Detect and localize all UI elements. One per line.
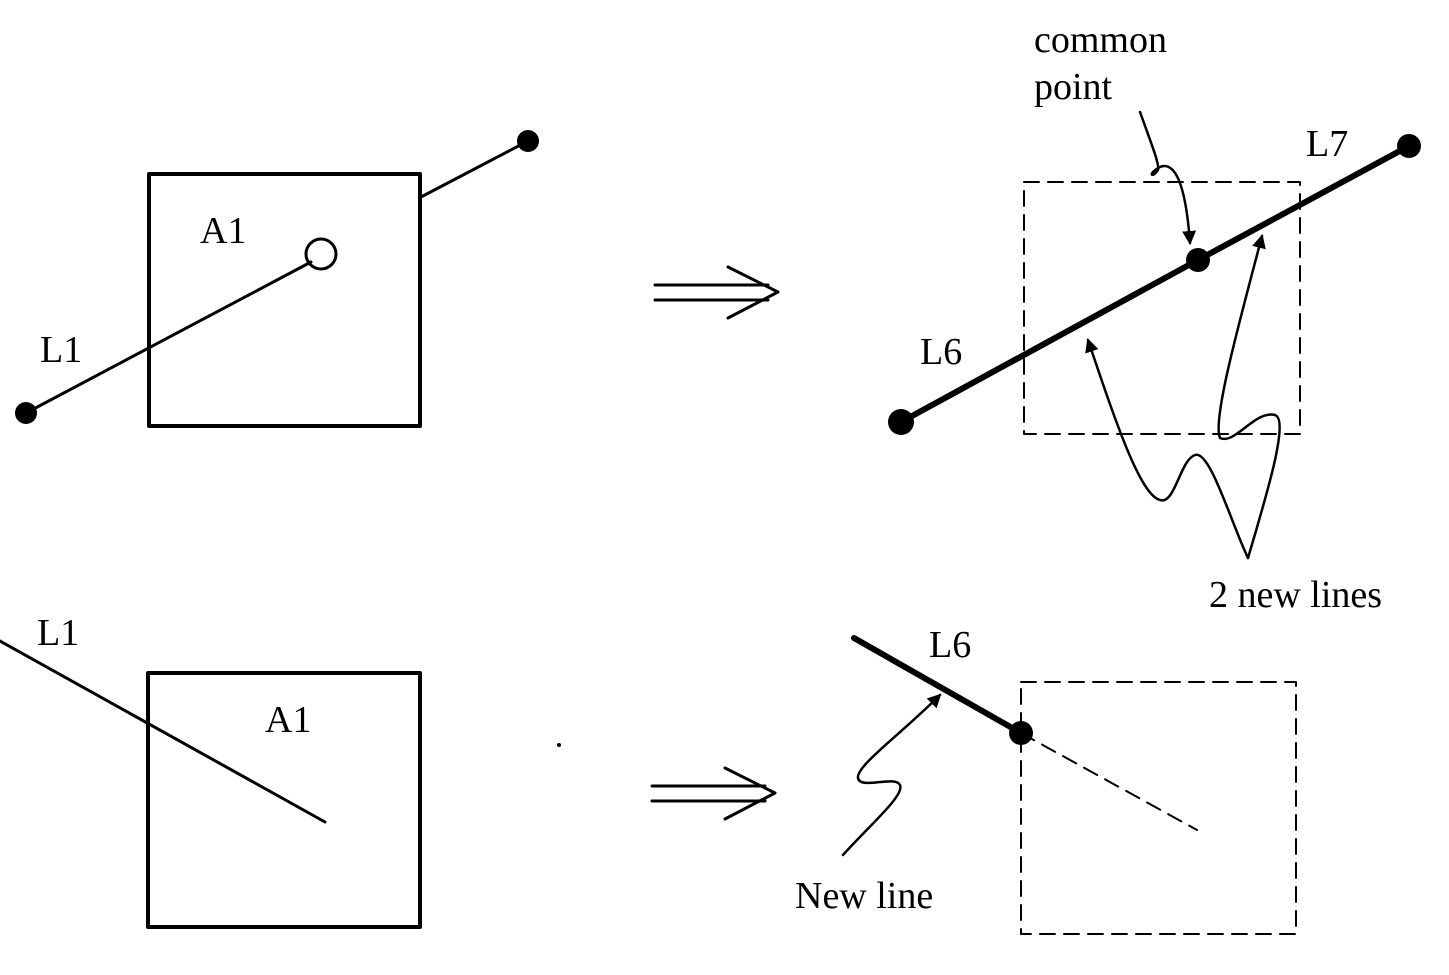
line-l1-inner [24,260,313,415]
line-l6 [851,635,1024,736]
common-point-label: common [1034,19,1167,61]
area-label: A1 [265,699,311,741]
bottom-left-panel: L1 A1 [0,612,561,929]
common-point-dot [1186,248,1210,272]
stray-dot [557,743,561,747]
bottom-right-panel: L6 New line [795,624,1297,935]
area-dashed-box [1020,681,1297,935]
endpoint-dot [517,130,539,152]
new-lines-label: 2 new lines [1209,574,1382,616]
area-dashed-box [1023,181,1301,435]
line-l6 [898,257,1201,425]
endpoint-dot [15,402,37,424]
line-label: L7 [1306,123,1348,165]
line-l1-outer [419,139,530,199]
new-line-label: New line [795,875,933,917]
common-point-label: point [1034,66,1113,108]
line-l1 [0,639,327,824]
line-label: L6 [920,331,962,373]
top-left-panel: A1 L1 [15,130,539,428]
line-label: L1 [40,329,82,371]
implies-arrow-top [653,265,780,320]
line-l7 [1195,143,1412,263]
new-lines-pointer [1085,338,1250,560]
area-a1-box [147,172,422,428]
implies-arrow-bottom [650,766,777,821]
new-lines-pointer [1217,234,1281,560]
area-a1-box [146,671,422,929]
open-endpoint-circle [304,237,338,271]
new-line-pointer [841,693,942,857]
top-right-panel: common point L6 L7 2 new lines [888,19,1421,616]
endpoint-dot [1009,721,1033,745]
common-point-pointer [1138,110,1197,245]
area-label: A1 [200,210,246,252]
line-label: L6 [929,624,971,666]
removed-line-segment [1020,732,1198,831]
endpoint-dot [888,409,914,435]
endpoint-dot [1397,134,1421,158]
line-label: L1 [37,612,79,654]
